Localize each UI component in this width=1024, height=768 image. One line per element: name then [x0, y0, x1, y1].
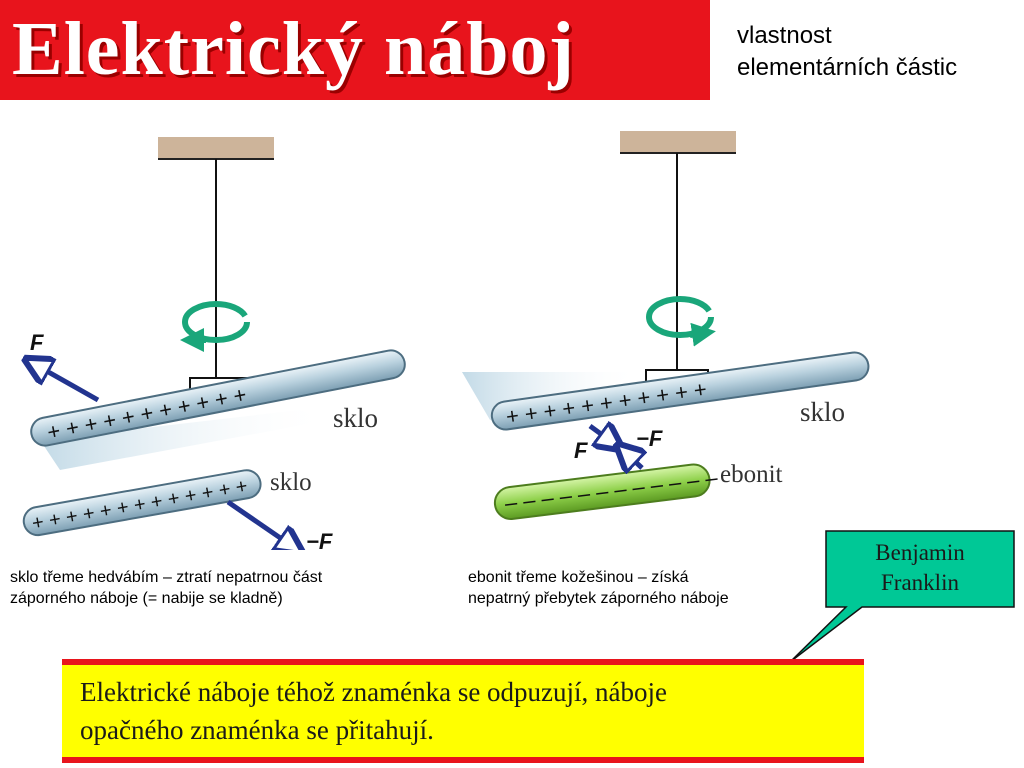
rule-line-2: opačného znaménka se přitahují.	[80, 715, 434, 745]
title-banner: Elektrický náboj	[0, 0, 710, 100]
left-upper-rod-label: sklo	[333, 403, 378, 433]
page-title: Elektrický náboj	[12, 7, 575, 91]
right-caption-line-1: ebonit třeme kožešinou – získá	[468, 569, 689, 586]
callout-line-2: Franklin	[881, 570, 959, 595]
right-force-left: F	[574, 438, 588, 463]
force-arrow-icon	[226, 499, 292, 546]
callout-line-1: Benjamin	[875, 540, 965, 565]
subtitle-line-1: vlastnost	[737, 22, 832, 49]
subtitle-line-2: elementárních částic	[737, 54, 958, 81]
right-ceiling	[620, 131, 736, 153]
right-panel: + + + + + + + + + + + sklo – – – – – – –…	[462, 131, 870, 520]
force-arrow-icon	[626, 453, 642, 468]
right-ebonite-charges: – – – – – – – – – – – –	[503, 465, 719, 516]
left-ceiling	[158, 137, 274, 159]
right-ebonite-rod: – – – – – – – – – – – –	[493, 463, 720, 520]
rotation-arrow-icon	[646, 296, 716, 347]
rotation-arrow-icon	[180, 301, 250, 352]
franklin-callout: Benjamin Franklin	[828, 538, 1012, 598]
right-caption: ebonit třeme kožešinou – získá nepatrný …	[468, 567, 729, 609]
rule-line-1: Elektrické náboje téhož znaménka se odpu…	[80, 677, 668, 707]
left-force-upper: F	[30, 330, 44, 355]
right-force-right: −F	[636, 426, 663, 451]
right-holder	[645, 369, 709, 385]
force-arrow-icon	[588, 426, 612, 442]
right-caption-line-2: nepatrný přebytek záporného náboje	[468, 590, 729, 607]
left-panel: + + + + + + + + + + + sklo F + + + + + +…	[22, 137, 406, 550]
charge-rule-box: Elektrické náboje téhož znaménka se odpu…	[62, 659, 864, 763]
left-caption-line-1: sklo třeme hedvábím – ztratí nepatrnou č…	[10, 569, 323, 586]
charge-interaction-diagram: + + + + + + + + + + + sklo F + + + + + +…	[0, 131, 870, 550]
left-caption: sklo třeme hedvábím – ztratí nepatrnou č…	[10, 567, 322, 609]
right-lower-rod-label: ebonit	[720, 461, 783, 488]
left-lower-rod-label: sklo	[270, 469, 312, 496]
left-caption-line-2: záporného náboje (= nabije se kladně)	[10, 590, 283, 607]
left-lower-glass-rod: + + + + + + + + + + + + +	[22, 469, 262, 537]
left-force-lower: −F	[306, 529, 333, 550]
right-upper-rod-label: sklo	[800, 397, 845, 427]
charge-rule-text: Elektrické náboje téhož znaménka se odpu…	[80, 673, 667, 749]
force-arrow-icon	[36, 365, 100, 403]
subtitle: vlastnost elementárních částic	[737, 20, 957, 84]
